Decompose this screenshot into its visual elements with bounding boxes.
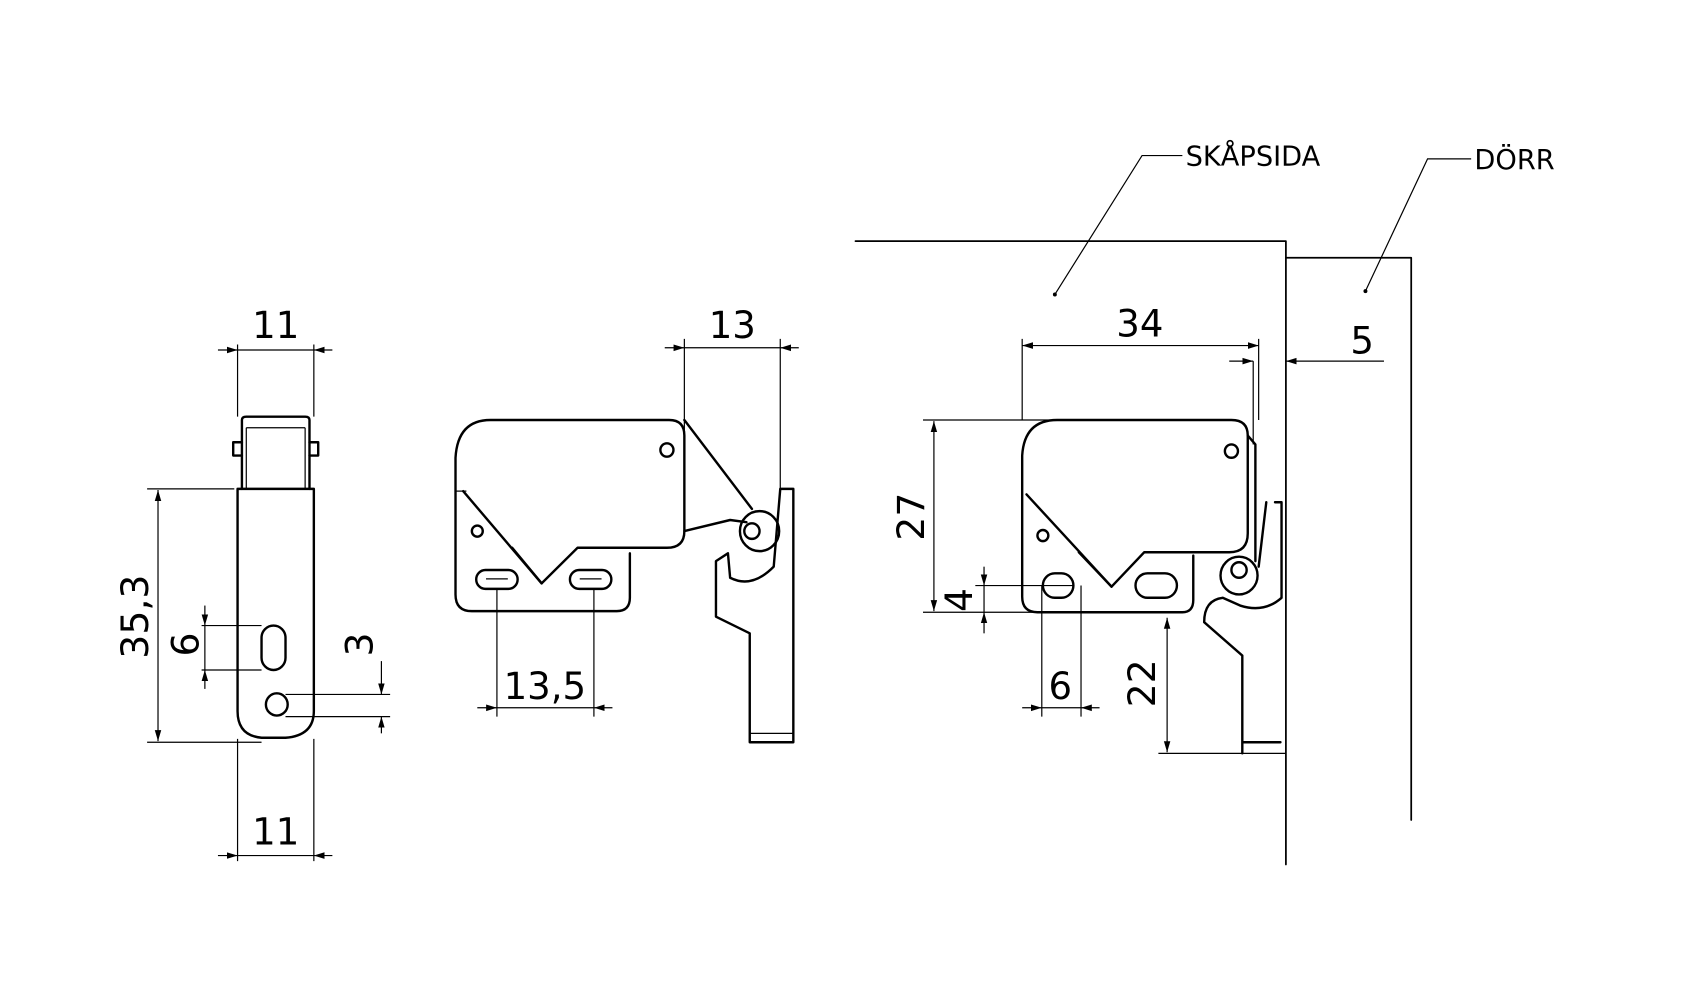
mounted-latch	[1202, 501, 1283, 755]
dim-mounted-gap: 5	[1350, 318, 1374, 362]
mounted-view: SKÅPSIDA DÖRR 34 5 27 4 6 22	[854, 138, 1555, 866]
front-latch	[714, 487, 795, 744]
dim-side-bottom-width: 11	[252, 809, 299, 853]
mounted-body	[1020, 418, 1249, 614]
dim-mounted-body-width: 34	[1116, 301, 1163, 345]
side-slot	[260, 624, 287, 672]
dim-mounted-body-height: 27	[889, 493, 933, 541]
dim-side-height: 35,3	[114, 575, 158, 659]
dim-mounted-slot-height: 4	[937, 588, 981, 612]
dim-front-hole-spacing: 13,5	[504, 664, 586, 708]
cabinet-side-outline	[854, 240, 1287, 866]
front-arm	[683, 418, 754, 533]
side-body	[236, 487, 316, 740]
dim-mounted-slot-width: 6	[1049, 664, 1073, 708]
dim-side-slot: 6	[164, 632, 208, 656]
dim-mounted-latch-height: 22	[1120, 659, 1164, 707]
door-outline	[1285, 256, 1413, 821]
dim-front-arm-width: 13	[709, 302, 756, 346]
side-cap	[240, 415, 311, 491]
dim-side-top-width: 11	[252, 302, 299, 346]
front-roller	[738, 509, 781, 553]
label-door: DÖRR	[1474, 142, 1554, 176]
mounted-roller	[1219, 555, 1259, 596]
front-body	[454, 418, 686, 613]
dim-side-hole-offset: 3	[338, 632, 382, 656]
side-hole	[264, 692, 289, 717]
label-cabinet-side: SKÅPSIDA	[1186, 138, 1321, 172]
front-view: 13 13,5	[454, 302, 799, 744]
side-view: 11 11 35,3 6 3	[114, 302, 391, 862]
